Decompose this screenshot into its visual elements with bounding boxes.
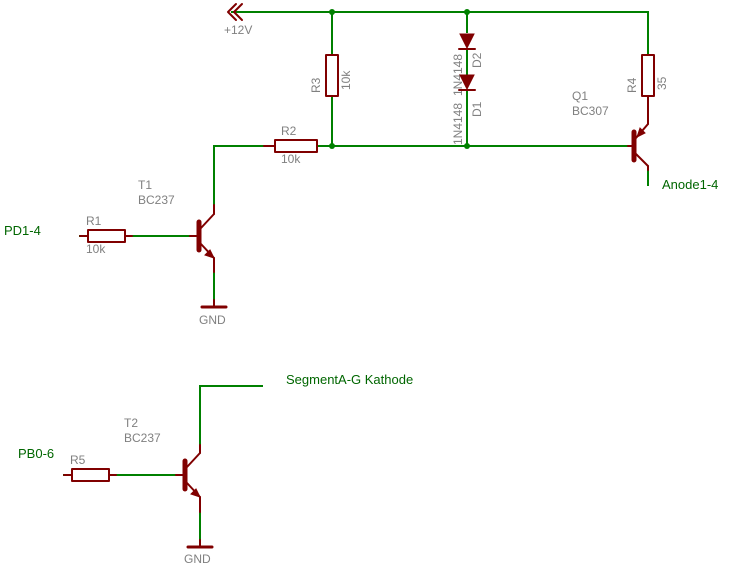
resistor-r4[interactable]: R4 35 xyxy=(625,54,669,121)
junctions xyxy=(329,9,470,149)
r2-name: R2 xyxy=(281,124,297,138)
q1-value: BC307 xyxy=(572,104,609,118)
supply-label: +12V xyxy=(224,23,252,37)
r1-value: 10k xyxy=(86,242,106,256)
gnd2-label: GND xyxy=(184,552,211,566)
transistor-t2[interactable]: T2 BC237 xyxy=(124,416,201,513)
transistor-t1[interactable]: T1 BC237 xyxy=(138,178,215,273)
t2-value: BC237 xyxy=(124,431,161,445)
gnd-symbol-2: GND xyxy=(184,539,214,566)
r4-value: 35 xyxy=(655,76,669,90)
q1-name: Q1 xyxy=(572,89,588,103)
r5-name: R5 xyxy=(70,453,86,467)
d1-value: 1N4148 xyxy=(451,103,465,145)
resistor-r1[interactable]: R1 10k xyxy=(79,214,133,256)
r4-name: R4 xyxy=(625,77,639,93)
junction-d1-bottom xyxy=(464,143,470,149)
r3-value: 10k xyxy=(339,70,353,90)
junction-r3-bottom xyxy=(329,143,335,149)
net-label-segment: SegmentA-G Kathode xyxy=(286,372,413,387)
resistor-r3[interactable]: R3 10k xyxy=(309,54,353,97)
junction-r3-top xyxy=(329,9,335,15)
net-label-pb: PB0-6 xyxy=(18,446,54,461)
wires xyxy=(63,11,649,546)
gnd1-label: GND xyxy=(199,313,226,327)
diode-d1[interactable]: D1 1N4148 xyxy=(451,74,484,145)
r3-name: R3 xyxy=(309,77,323,93)
gnd-symbol-1: GND xyxy=(199,299,228,327)
resistor-r2[interactable]: R2 10k xyxy=(263,124,318,166)
junction-d2-top xyxy=(464,9,470,15)
d2-value: 1N4148 xyxy=(451,54,465,96)
diode-d2[interactable]: D2 1N4148 xyxy=(451,33,484,96)
r2-value: 10k xyxy=(281,152,301,166)
net-label-pd: PD1-4 xyxy=(4,223,41,238)
resistor-r5[interactable]: R5 xyxy=(63,453,117,482)
r1-name: R1 xyxy=(86,214,102,228)
supply-12v-symbol: +12V xyxy=(224,3,252,37)
d2-name: D2 xyxy=(470,52,484,68)
d1-name: D1 xyxy=(470,101,484,117)
t2-name: T2 xyxy=(124,416,138,430)
t1-name: T1 xyxy=(138,178,152,192)
transistor-q1[interactable]: Q1 BC307 xyxy=(572,89,649,171)
net-label-anode: Anode1-4 xyxy=(662,177,718,192)
t1-value: BC237 xyxy=(138,193,175,207)
